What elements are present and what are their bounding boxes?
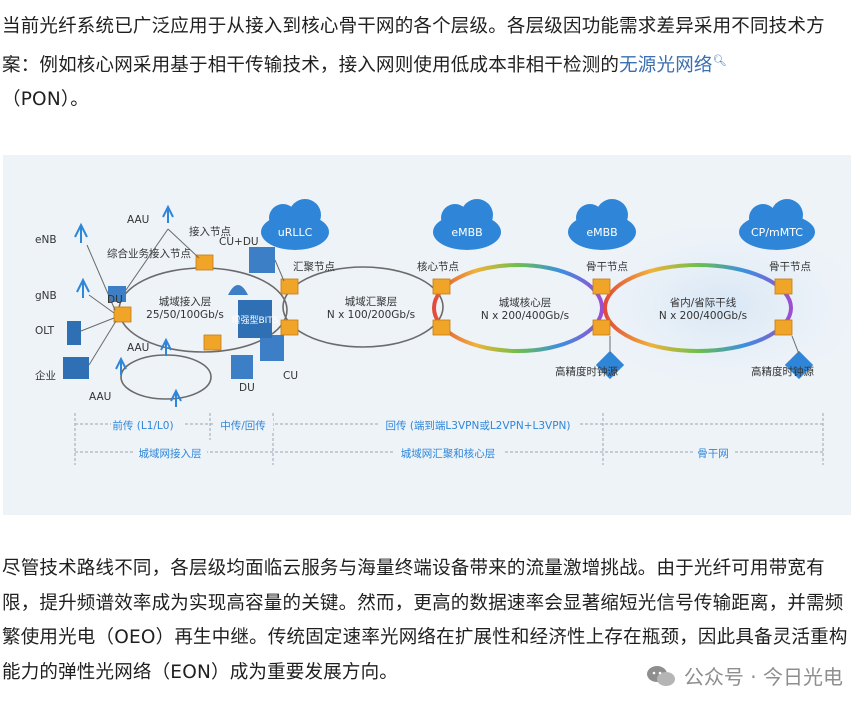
ring-title: 城域汇聚层 <box>345 295 398 308</box>
cloud-urllc: uRLLC <box>261 199 329 250</box>
ring-sub: 25/50/100Gb/s <box>146 309 224 321</box>
router-icon <box>113 306 132 323</box>
cu-du-label: CU+DU <box>219 236 259 248</box>
device-label: gNB <box>35 290 57 302</box>
band-label: 前传 (L1/L0) <box>112 419 173 432</box>
router-icon <box>432 278 451 295</box>
band-dividers <box>74 413 824 465</box>
backbone-haze <box>563 210 865 400</box>
cloud-label: CP/mMTC <box>751 226 803 239</box>
bits-antenna-icon <box>228 285 248 295</box>
ring-sub: N x 100/200Gb/s <box>327 309 415 321</box>
ring-title: 城域核心层 <box>499 296 552 309</box>
ring-aggregation <box>282 266 444 348</box>
olt-icon <box>67 321 81 345</box>
ring-sub: N x 200/400Gb/s <box>481 310 569 322</box>
backbone-node-label: 骨干节点 <box>586 261 628 273</box>
router-icon <box>280 278 299 295</box>
access-node-label: 接入节点 <box>189 225 231 238</box>
wechat-icon <box>646 665 675 686</box>
pon-link[interactable]: 无源光网络 <box>619 55 713 77</box>
router-icon <box>774 319 793 336</box>
cloud-label: uRLLC <box>278 226 313 239</box>
du-left-icon <box>108 286 126 302</box>
clock-label: 高精度时钟源 <box>751 365 814 378</box>
cloud-embb-2: eMBB <box>568 199 636 250</box>
aau-low-icon <box>170 388 182 407</box>
bits-device-icon <box>238 300 272 338</box>
band-label: 骨干网 <box>697 448 729 460</box>
connections <box>80 228 800 366</box>
device-label: eNB <box>35 234 57 246</box>
clock-cube-icon <box>595 350 625 380</box>
band-label: 中传/回传 <box>220 419 266 432</box>
network-diagram: uRLLC eMBB eMBB CP/mMTC 城域接入层 25/50/100G… <box>3 155 865 515</box>
aau-bottom-icon <box>115 356 127 375</box>
cloud-label: eMBB <box>586 226 617 239</box>
cu-du-server-icon <box>249 247 275 273</box>
search-icon[interactable]: 🔍︎ <box>712 54 727 67</box>
intro-tail: （PON）。 <box>2 89 90 111</box>
cloud-embb-1: eMBB <box>433 199 501 250</box>
diagram-canvas: uRLLC eMBB eMBB CP/mMTC 城域接入层 25/50/100G… <box>35 199 865 465</box>
intro-text: 当前光纤系统已广泛应用于从接入到核心骨干网的各个层级。各层级因功能需求差异采用不… <box>2 16 825 77</box>
aau-top-icon <box>162 204 174 223</box>
watermark-text: 公众号 · 今日光电 <box>683 665 843 689</box>
aau-label: AAU <box>89 391 111 403</box>
cloud-cp-mmtc: CP/mMTC <box>739 199 815 250</box>
ring-backbone <box>603 263 793 353</box>
ring-access-small <box>120 354 212 400</box>
core-node-label: 核心节点 <box>417 260 459 273</box>
body-paragraph: 尽管技术路线不同，各层级均面临云服务与海量终端设备带来的流量激增挑战。由于光纤可… <box>2 558 848 683</box>
watermark: 公众号 · 今日光电 <box>646 661 843 690</box>
ring-title: 城域接入层 <box>159 295 212 308</box>
cu-label: CU <box>283 370 298 382</box>
agg-node-label: 汇聚节点 <box>293 260 335 273</box>
du-label: DU <box>239 382 255 394</box>
ring-title: 省内/省际干线 <box>670 296 737 309</box>
clock-cube-icon <box>784 350 814 380</box>
du-label: DU <box>107 294 123 306</box>
router-icon <box>432 319 451 336</box>
aau-mid-icon <box>160 337 172 356</box>
clock-label: 高精度时钟源 <box>555 365 618 378</box>
aau-label: AAU <box>127 342 149 354</box>
device-label: 企业 <box>35 369 56 382</box>
router-icon <box>195 254 214 271</box>
router-icon <box>203 334 222 351</box>
ring-sub: N x 200/400Gb/s <box>659 310 747 322</box>
enterprise-building-icon <box>63 357 89 379</box>
band-label: 回传 (端到端L3VPN或L2VPN+L3VPN) <box>385 419 570 432</box>
router-icon <box>280 319 299 336</box>
band-label: 城域网汇聚和核心层 <box>401 447 496 460</box>
cu-server-icon <box>260 335 284 361</box>
enb-antenna-icon <box>74 222 88 243</box>
band-label: 城域网接入层 <box>139 447 202 460</box>
gnb-antenna-icon <box>76 277 90 298</box>
aau-label: AAU <box>127 214 149 226</box>
backbone-node-label: 骨干节点 <box>769 261 811 273</box>
du-server-icon <box>231 355 253 379</box>
device-label: OLT <box>35 325 55 337</box>
ring-core <box>432 263 604 353</box>
router-icon <box>592 278 611 295</box>
bits-label: 增强型BITS <box>231 314 278 326</box>
cloud-label: eMBB <box>451 226 482 239</box>
router-icon <box>592 319 611 336</box>
ps-node-label: 综合业务接入节点 <box>107 247 191 260</box>
router-icon <box>774 278 793 295</box>
intro-paragraph: 当前光纤系统已广泛应用于从接入到核心骨干网的各个层级。各层级因功能需求差异采用不… <box>2 10 858 117</box>
